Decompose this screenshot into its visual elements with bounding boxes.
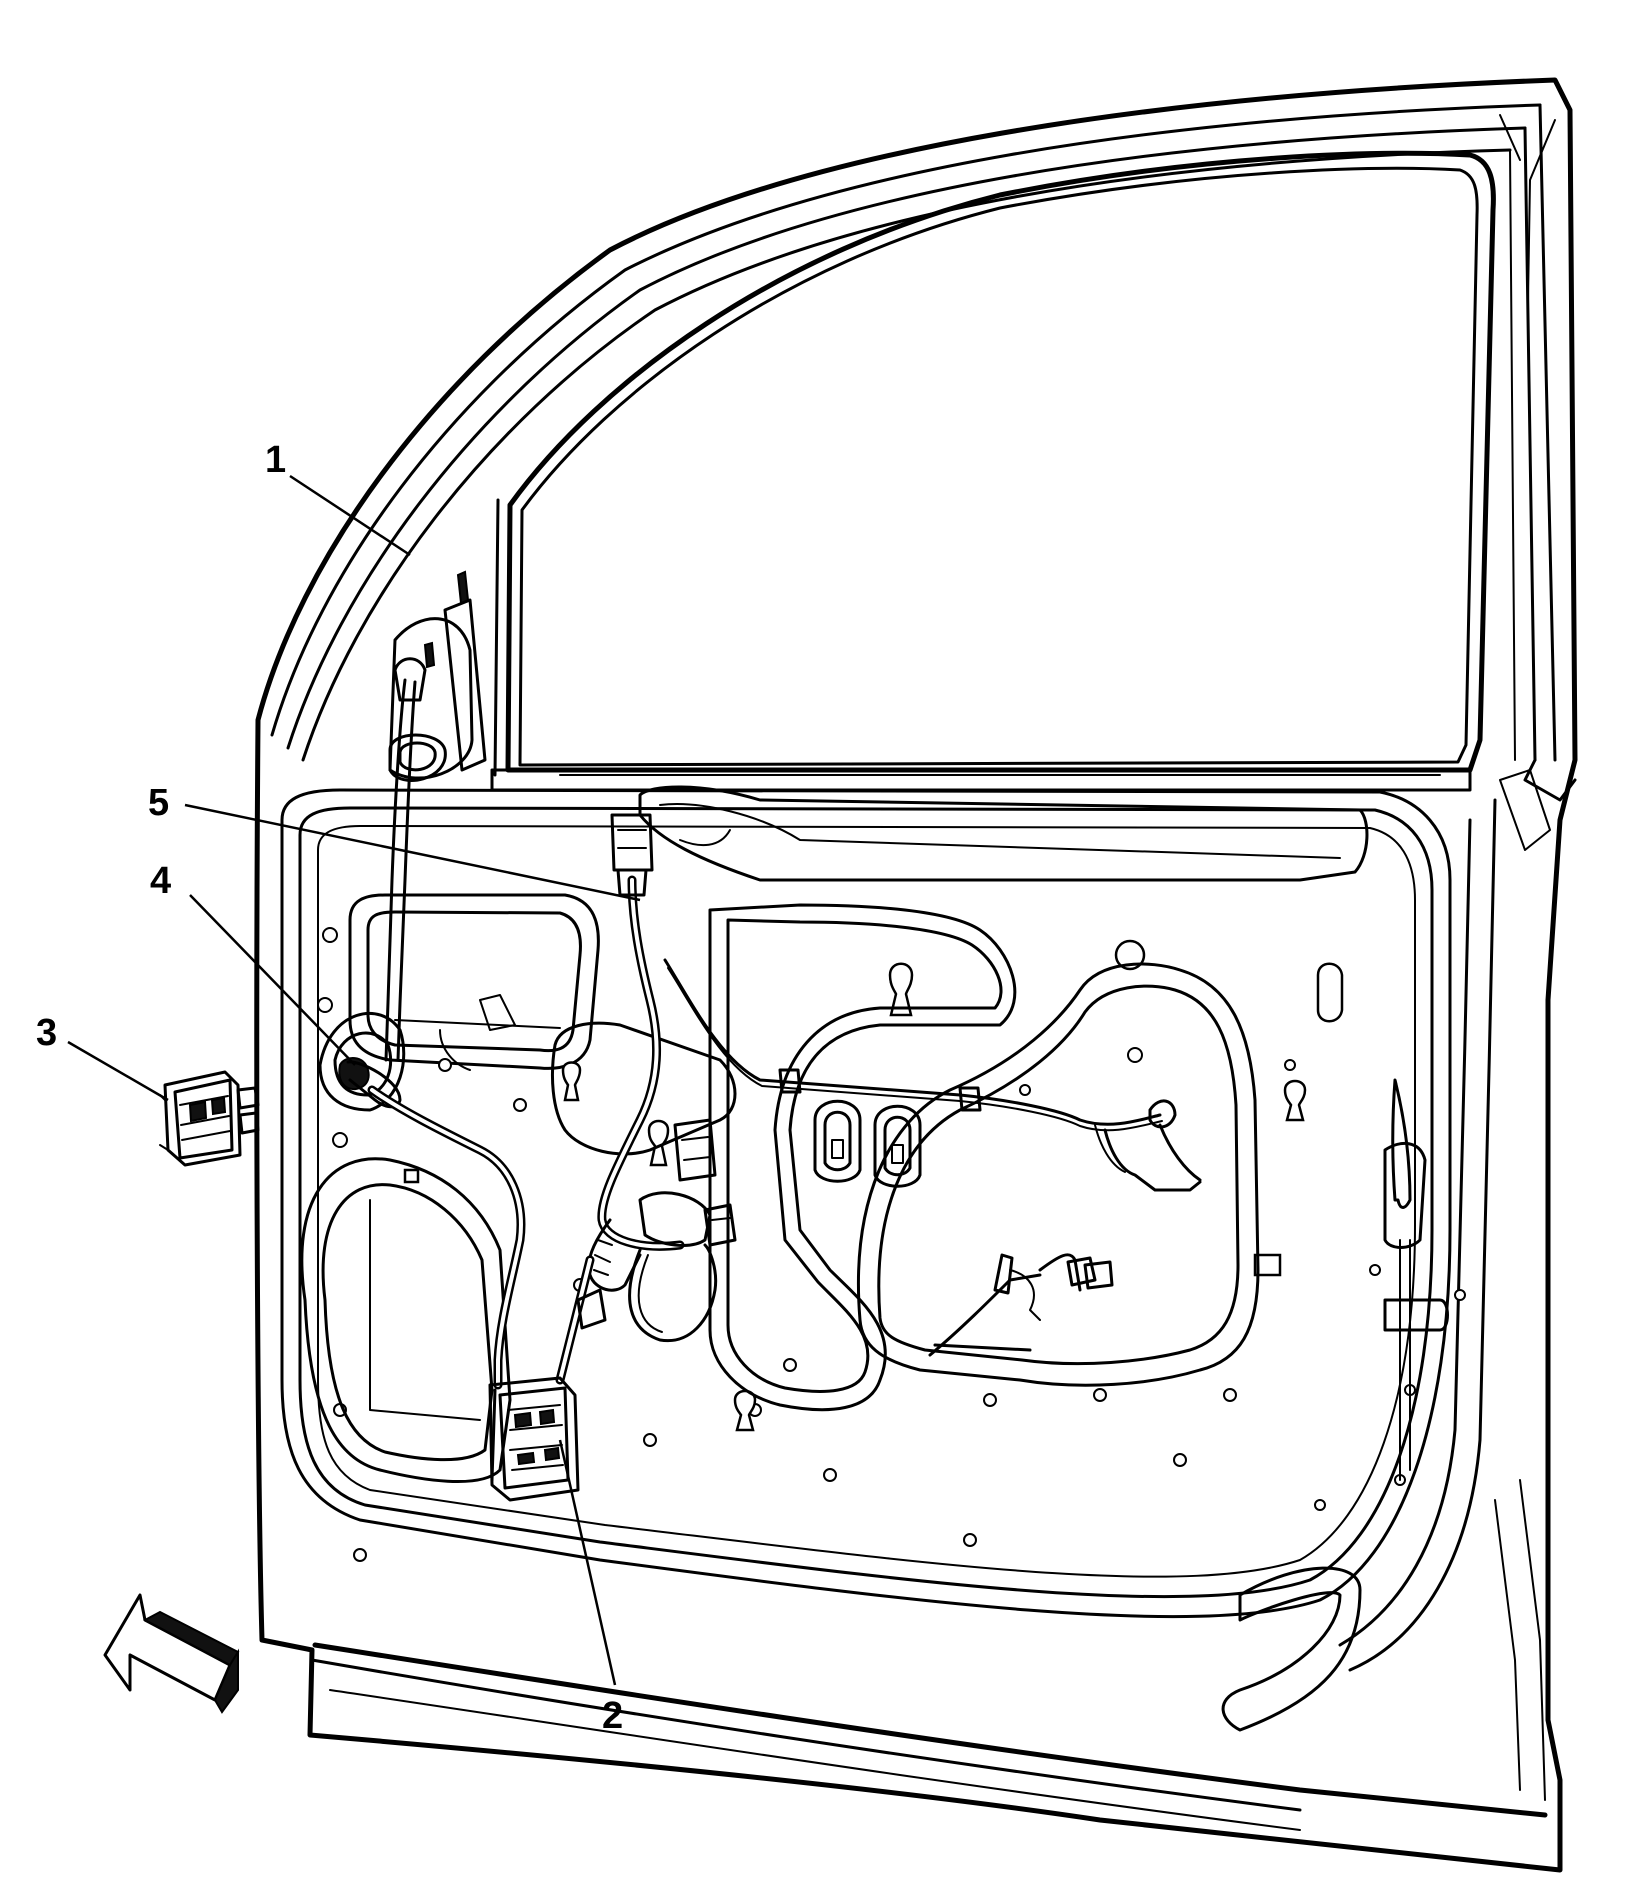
harness-connector-block — [488, 1376, 580, 1502]
leader-1 — [289, 474, 411, 557]
door-shell — [254, 77, 1578, 1873]
leader-5 — [184, 803, 641, 902]
leader-4 — [189, 894, 356, 1066]
callout-1: 1 — [265, 439, 286, 481]
callout-3: 3 — [36, 1012, 57, 1054]
door-connector-part — [159, 1070, 260, 1167]
callout-4: 4 — [150, 860, 171, 902]
arrow-front-icon — [103, 1593, 240, 1714]
inner-panel — [280, 733, 1466, 1619]
leader-lines — [67, 474, 641, 1686]
leader-3 — [67, 1040, 169, 1102]
wiring-harness — [587, 813, 1202, 1357]
door-wire-routing — [338, 657, 607, 1390]
callout-2: 2 — [602, 1695, 623, 1737]
callout-5: 5 — [148, 782, 169, 824]
window-opening — [388, 150, 1496, 792]
callout-labels: 1 2 3 4 5 — [36, 439, 623, 1737]
leader-2 — [558, 1439, 617, 1686]
